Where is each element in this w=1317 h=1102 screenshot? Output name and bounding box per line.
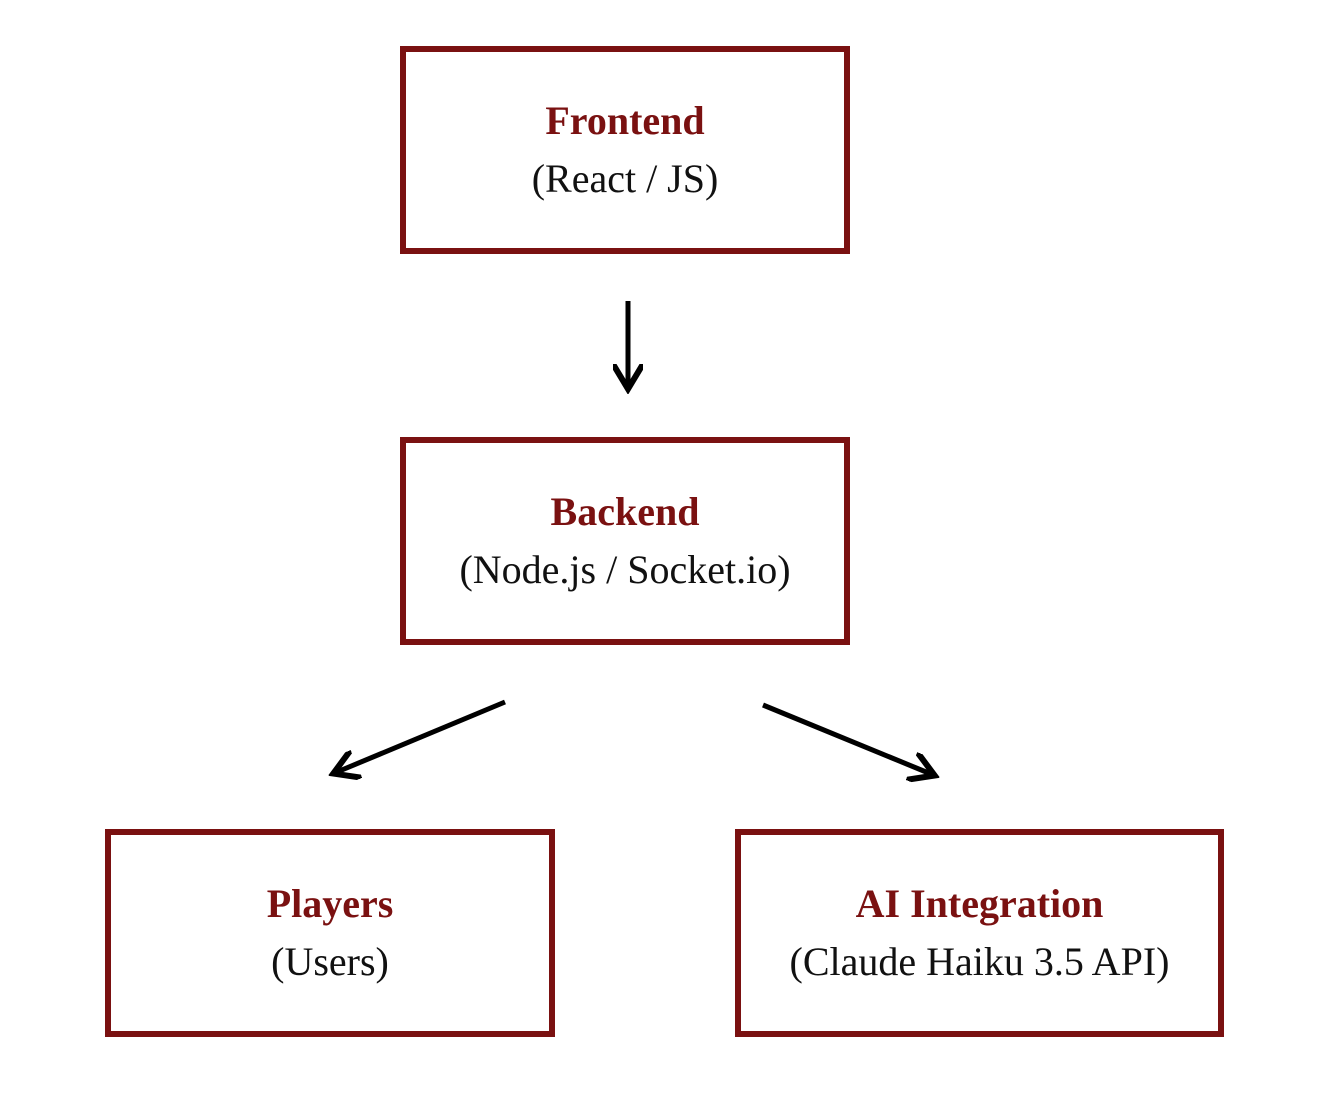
frontend-title: Frontend bbox=[545, 98, 705, 143]
arrow-backend-to-players bbox=[337, 699, 506, 772]
frontend-box: Frontend (React / JS) bbox=[400, 46, 850, 254]
ai-integration-box: AI Integration (Claude Haiku 3.5 API) bbox=[735, 829, 1224, 1037]
backend-title: Backend bbox=[550, 489, 700, 534]
players-subtitle: (Users) bbox=[271, 939, 389, 984]
backend-box: Backend (Node.js / Socket.io) bbox=[400, 437, 850, 645]
frontend-subtitle: (React / JS) bbox=[531, 156, 719, 201]
ai-integration-subtitle: (Claude Haiku 3.5 API) bbox=[789, 939, 1170, 984]
ai-integration-title: AI Integration bbox=[855, 881, 1104, 926]
players-title: Players bbox=[266, 881, 394, 926]
backend-subtitle: (Node.js / Socket.io) bbox=[459, 547, 791, 592]
players-box: Players (Users) bbox=[105, 829, 555, 1037]
arrow-backend-to-ai bbox=[762, 702, 931, 774]
